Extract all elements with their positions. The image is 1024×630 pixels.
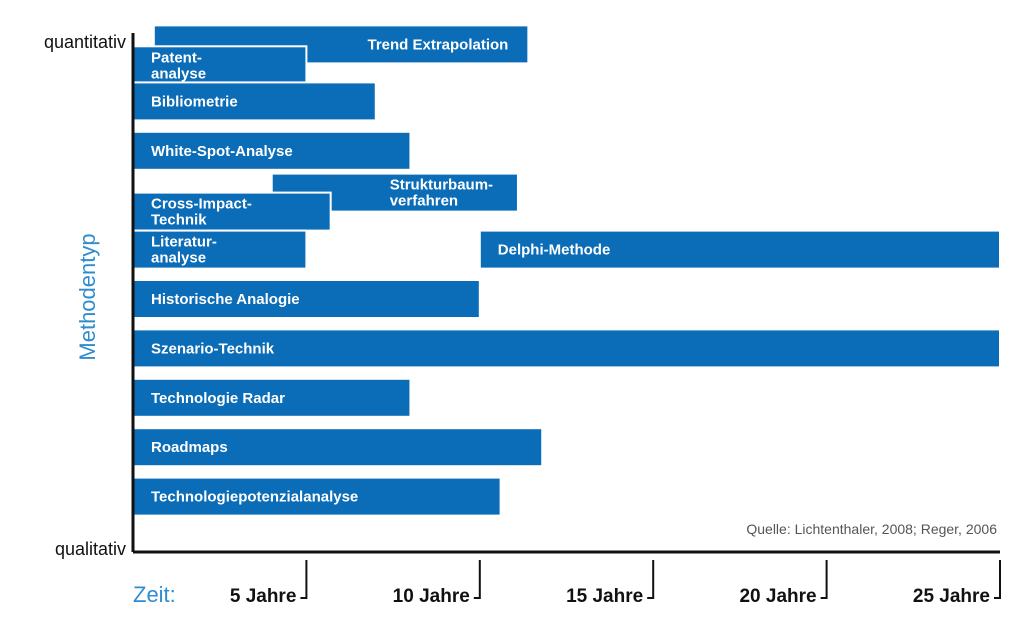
bar-3 — [132, 130, 412, 171]
x-axis-title: Zeit: — [133, 582, 176, 607]
x-tick-label-2: 15 Jahre — [566, 586, 643, 607]
bar-label-0: Trend Extrapolation — [367, 36, 508, 53]
bar-11 — [132, 427, 544, 468]
x-tick-1 — [473, 560, 481, 599]
y-bottom-label: qualitativ — [55, 539, 126, 559]
x-tick-label-3: 20 Jahre — [739, 586, 816, 607]
bar-5 — [132, 191, 332, 232]
bar-6 — [132, 229, 308, 270]
bar-label-6: Literatur-analyse — [151, 234, 217, 267]
axes-layer — [131, 33, 1000, 554]
bar-label-5: Cross-Impact-Technik — [151, 196, 252, 229]
bar-12 — [132, 476, 502, 517]
bar-label-7: Delphi-Methode — [498, 242, 611, 259]
x-tick-2 — [647, 560, 655, 599]
bar-label-4: Strukturbaum-verfahren — [390, 177, 493, 210]
bar-label-1: Patent-analyse — [151, 49, 206, 82]
x-tick-3 — [820, 560, 828, 599]
x-tick-label-1: 10 Jahre — [393, 586, 470, 607]
x-tick-4 — [994, 560, 1001, 599]
bar-label-8: Historische Analogie — [151, 291, 300, 308]
bar-label-10: Technologie Radar — [151, 390, 285, 407]
bar-1 — [132, 45, 308, 86]
bar-label-3: White-Spot-Analyse — [151, 143, 293, 160]
x-tick-0 — [300, 560, 308, 599]
bar-8 — [132, 279, 481, 319]
bar-10 — [132, 377, 412, 418]
y-top-label: quantitativ — [44, 32, 126, 52]
source-note: Quelle: Lichtenthaler, 2008; Reger, 2006 — [746, 521, 997, 537]
bar-label-11: Roadmaps — [151, 439, 228, 456]
bars-layer: Trend ExtrapolationPatent-analyseBibliom… — [132, 24, 1001, 517]
bar-label-2: Bibliometrie — [151, 93, 238, 110]
bar-label-12: Technologiepotenzialanalyse — [151, 489, 358, 506]
x-tick-label-0: 5 Jahre — [230, 586, 297, 607]
bar-label-9: Szenario-Technik — [151, 340, 275, 357]
x-tick-label-4: 25 Jahre — [913, 586, 990, 607]
bar-7 — [478, 229, 1001, 270]
bar-2 — [132, 81, 377, 122]
x-ticks-layer: 5 Jahre 10 Jahre 15 Jahre 20 Jahre 25 Jahre — [230, 560, 1001, 607]
y-axis-title: Methodentyp — [75, 233, 100, 360]
